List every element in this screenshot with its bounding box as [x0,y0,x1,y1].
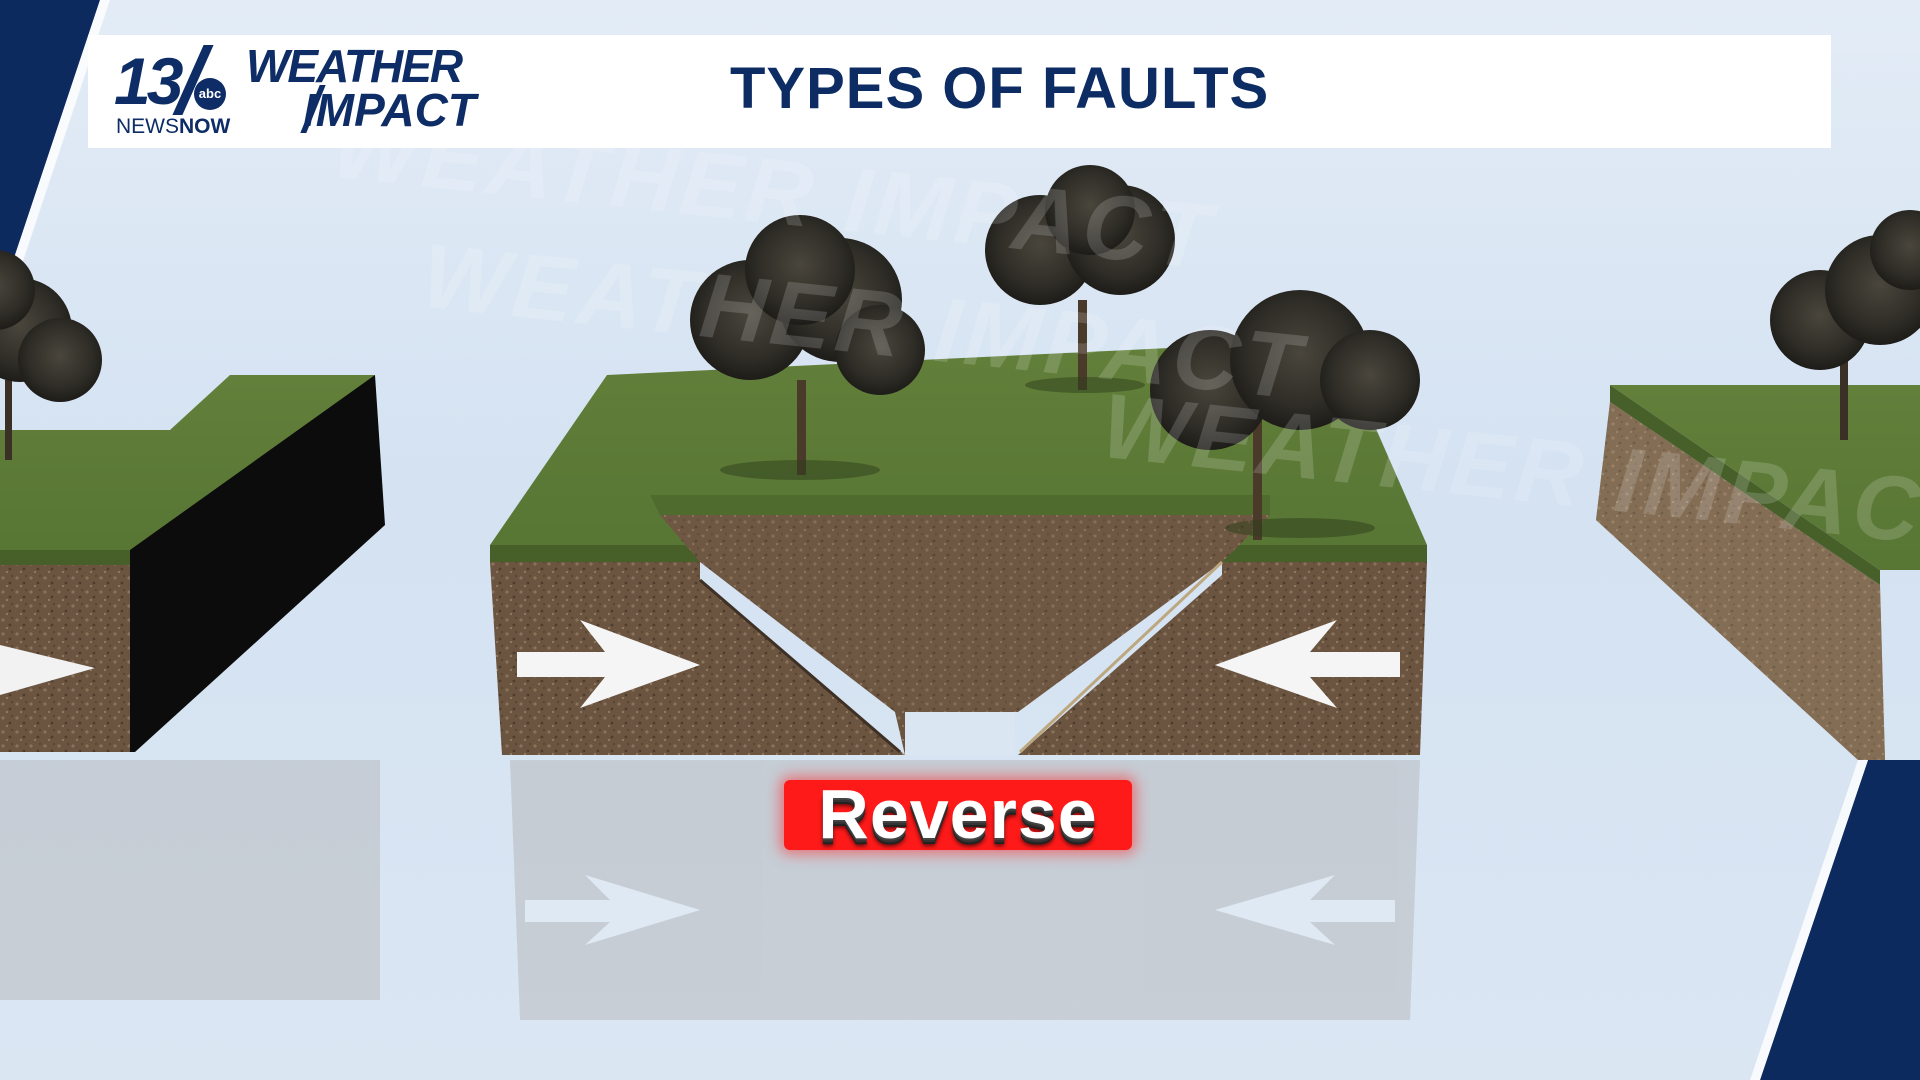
right-pointing-arrow-icon [517,620,700,708]
header-bar: 13 abc NEWSNOW WEATHER IMPACT TYPES OF F… [88,35,1831,148]
center-tree-icon-2 [985,165,1175,393]
logo-impact-text: IMPACT [303,84,476,136]
floor-reflection [0,760,1420,1020]
fault-type-text: Reverse [818,775,1098,853]
center-tree-icon-3 [1150,290,1420,540]
left-fault-block [0,375,385,752]
page-title: TYPES OF FAULTS [730,56,1270,121]
fault-type-label: Reverse [784,775,1132,853]
left-pointing-arrow-icon [1215,620,1400,708]
logo-newsnow: NEWSNOW [116,115,231,138]
right-tree-icon [1770,210,1920,440]
logo-weather-text: WEATHER [246,40,463,92]
left-block-arrow [0,645,95,695]
left-tree-icon [0,250,102,460]
center-tree-icon-1 [690,215,925,480]
abc-logo-icon: abc [194,78,226,110]
right-diagonal-stripe [1760,760,1920,1080]
logo-number: 13 [114,44,183,118]
